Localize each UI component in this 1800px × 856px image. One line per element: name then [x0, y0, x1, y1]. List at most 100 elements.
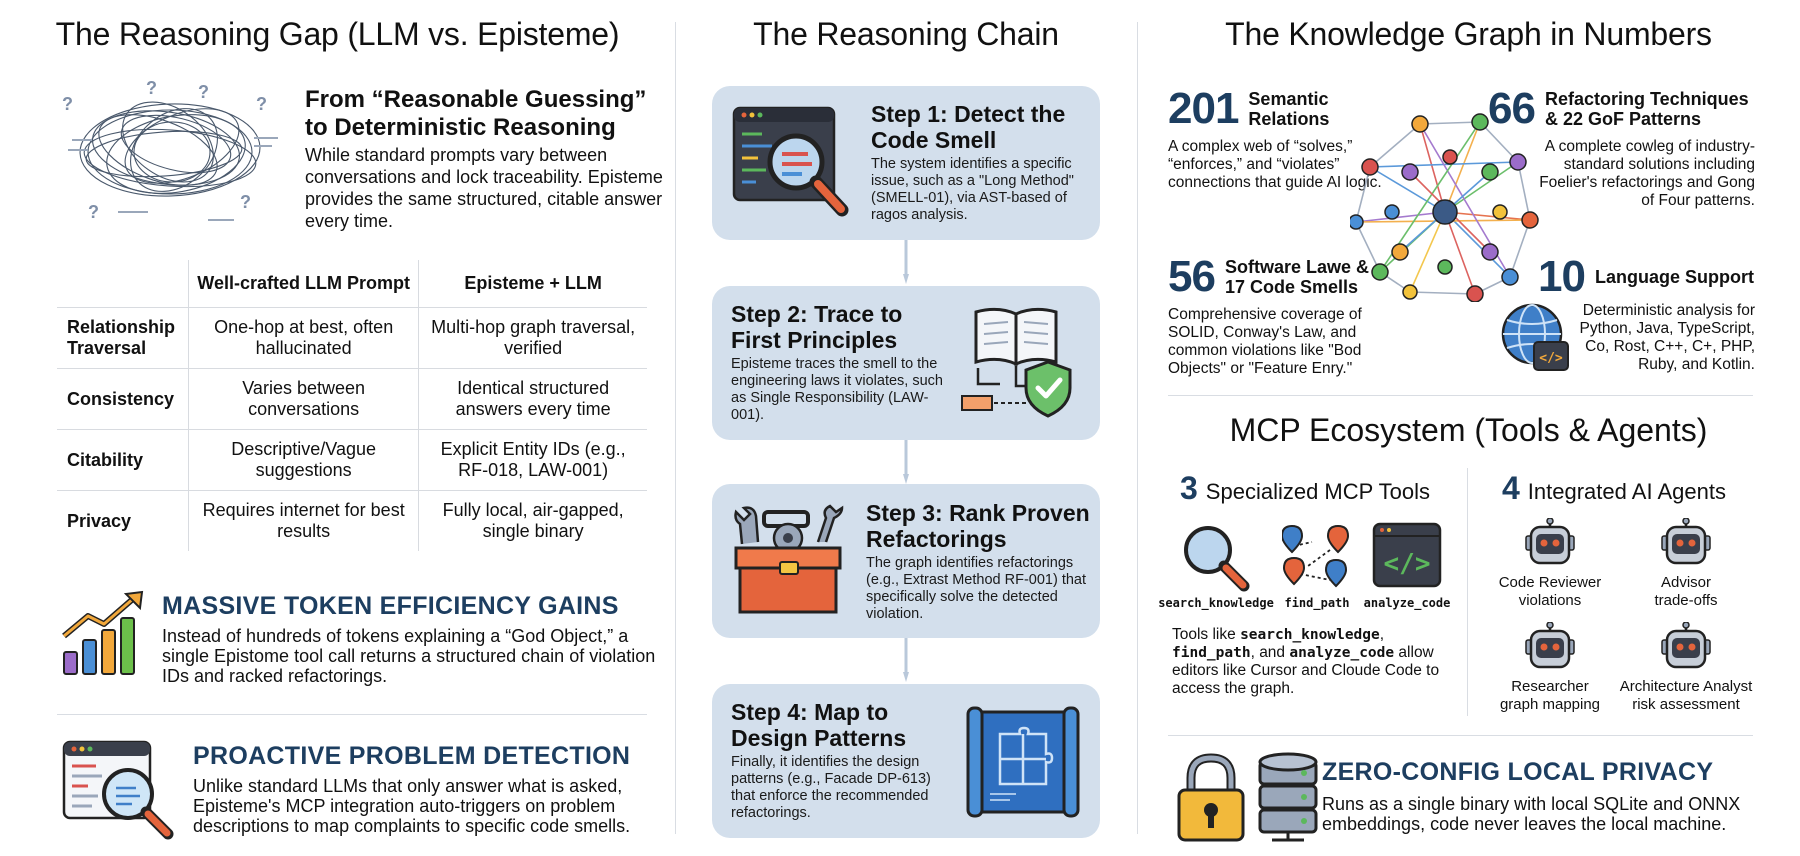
- stat-number: 10: [1538, 252, 1586, 301]
- stat-number: 56: [1168, 252, 1216, 301]
- episteme-cell: Identical structured answers every time: [418, 368, 647, 430]
- agent-role: trade-offs: [1654, 592, 1718, 609]
- stat-10: 10 Language Support: [1538, 252, 1754, 302]
- row-label: Citability: [57, 429, 189, 491]
- network-graph-icon: [1350, 113, 1539, 302]
- step-1-heading: Step 1: Detect the Code Smell: [871, 101, 1066, 153]
- stat-label: Software Lawe & 17 Code Smells: [1224, 257, 1369, 297]
- svg-text:?: ?: [198, 82, 209, 102]
- robot-icon: [1661, 622, 1711, 669]
- privacy-heading: ZERO-CONFIG LOCAL PRIVACY: [1322, 758, 1714, 786]
- robot-icon: [1661, 518, 1711, 565]
- tools-label: Specialized MCP Tools: [1205, 479, 1430, 504]
- reasoning-chain-column: The Reasoning Chain: [675, 0, 1137, 856]
- tools-description: Tools like search_knowledge, find_path, …: [1172, 626, 1462, 698]
- table-header-llm: Well-crafted LLM Prompt: [187, 260, 419, 308]
- stat-66-text: A complete cowleg of industry-standard s…: [1539, 138, 1755, 209]
- agents-label: Integrated AI Agents: [1527, 479, 1726, 504]
- robot-icon: [1525, 622, 1575, 669]
- search-icon: [1184, 526, 1250, 592]
- tools-heading: 3 Specialized MCP Tools: [1180, 470, 1430, 507]
- stat-label: Refactoring Techniques & 22 GoF Patterns: [1544, 89, 1749, 129]
- chain-arrow-3: [903, 638, 909, 682]
- episteme-cell: Fully local, air-gapped, single binary: [418, 490, 647, 551]
- svg-text:</>: </>: [1539, 351, 1563, 366]
- table-row: Consistency Varies between conversations…: [57, 368, 647, 430]
- left-divider: [57, 714, 647, 715]
- step-3-text: The graph identifies refactorings (e.g.,…: [866, 555, 1087, 622]
- stat-number: 66: [1488, 84, 1536, 133]
- stat-label: Semantic Relations: [1248, 89, 1330, 129]
- episteme-cell: Explicit Entity IDs (e.g., RF-018, LAW-0…: [418, 429, 647, 491]
- llm-cell: Descriptive/Vague suggestions: [187, 429, 419, 491]
- database-icon: [1258, 752, 1318, 842]
- reasoning-chain-title: The Reasoning Chain: [753, 16, 1059, 52]
- llm-cell: Varies between conversations: [187, 368, 419, 430]
- tools-text: allow editors like Cursor and Cloude Cod…: [1172, 644, 1440, 697]
- knowledge-graph-column: The Knowledge Graph in Numbers: [1137, 0, 1800, 856]
- agent-name: Code Reviewer: [1498, 574, 1602, 591]
- reasoning-gap-title: The Reasoning Gap (LLM vs. Episteme): [55, 16, 620, 52]
- table-row: Privacy Requires internet for best resul…: [57, 490, 647, 551]
- agent-name: Researcher: [1511, 678, 1589, 695]
- llm-cell: Requires internet for best results: [187, 490, 419, 551]
- agents-number: 4: [1502, 470, 1520, 506]
- tool-analyze-code: analyze_code: [1363, 596, 1451, 610]
- tools-agents-divider: [1467, 468, 1468, 716]
- right-divider-1: [1168, 395, 1753, 396]
- map-pins-icon: [1282, 524, 1350, 588]
- svg-text:?: ?: [256, 94, 267, 114]
- privacy-text: Runs as a single binary with local SQLit…: [1322, 794, 1741, 834]
- tangled-cloud-icon: ??? ???: [62, 80, 278, 222]
- tools-text-analyze: analyze_code: [1289, 645, 1395, 661]
- table-row: Citability Descriptive/Vague suggestions…: [57, 429, 647, 491]
- llm-cell: One-hop at best, often hallucinated: [187, 307, 419, 369]
- right-divider-2: [1168, 735, 1753, 736]
- agent-role: graph mapping: [1499, 696, 1601, 713]
- stat-10-text: Deterministic analysis for Python, Java,…: [1579, 302, 1755, 373]
- code-search-icon: [62, 740, 174, 840]
- blueprint-icon: [966, 706, 1080, 818]
- svg-text:?: ?: [62, 94, 73, 114]
- stat-label: Language Support: [1594, 267, 1754, 287]
- tool-find-path: find_path: [1284, 596, 1350, 610]
- step-3-heading: Step 3: Rank Proven Refactorings: [866, 500, 1090, 552]
- chain-arrow-2: [903, 440, 909, 484]
- robot-icon: [1525, 518, 1575, 565]
- column-divider-2: [1137, 22, 1138, 834]
- magnifier-icon: [732, 106, 849, 217]
- padlock-icon: [1177, 753, 1245, 842]
- reasoning-gap-description: While standard prompts vary between conv…: [305, 145, 663, 231]
- step-4-text: Finally, it identifies the design patter…: [731, 754, 931, 821]
- proactive-detection-text: Unlike standard LLMs that only answer wh…: [193, 776, 631, 836]
- agent-name: Advisor: [1660, 574, 1712, 591]
- token-efficiency-heading: MASSIVE TOKEN EFFICIENCY GAINS: [162, 592, 619, 620]
- reasoning-gap-subtitle: From “Reasonable Guessing” to Determinis…: [305, 86, 647, 141]
- comparison-table: Well-crafted LLM Prompt Episteme + LLM R…: [57, 260, 647, 551]
- svg-text:</>: </>: [1384, 549, 1431, 579]
- code-window-icon: </>: [1372, 522, 1442, 588]
- token-efficiency-text: Instead of hundreds of tokens explaining…: [162, 626, 656, 686]
- episteme-cell: Multi-hop graph traversal, verified: [418, 307, 647, 369]
- tools-text-find: find_path: [1172, 645, 1251, 661]
- tool-search-knowledge: search_knowledge: [1158, 596, 1274, 610]
- tools-text: , and: [1250, 644, 1290, 661]
- step-2-heading: Step 2: Trace to First Principles: [731, 301, 903, 353]
- table-header-empty: [57, 260, 189, 308]
- stat-201: 201 Semantic Relations: [1168, 84, 1358, 134]
- column-divider-1: [675, 22, 676, 834]
- agents-heading: 4 Integrated AI Agents: [1502, 470, 1726, 507]
- step-2-text: Episteme traces the smell to the enginee…: [731, 356, 943, 423]
- row-label: Privacy: [67, 510, 132, 531]
- agent-role: violations: [1518, 592, 1582, 609]
- reasoning-gap-column: The Reasoning Gap (LLM vs. Episteme): [0, 0, 675, 856]
- chain-arrow-1: [903, 240, 909, 284]
